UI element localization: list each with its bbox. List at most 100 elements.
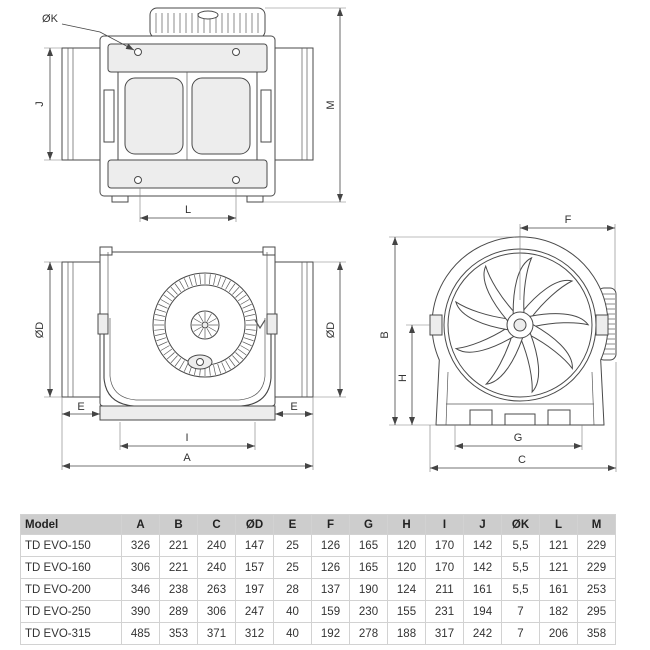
cooling-rib [242, 303, 252, 309]
column-header-g: G [349, 514, 388, 535]
speed-knob-center [196, 358, 204, 366]
foot-left [111, 195, 129, 203]
column-header-model: Model [20, 514, 122, 535]
value-cell: 7 [501, 622, 540, 645]
column-header-l: L [539, 514, 578, 535]
cooling-rib [237, 294, 247, 302]
top-tab-left [99, 246, 113, 256]
value-cell: 247 [235, 600, 274, 623]
dimension-c: C [429, 362, 617, 472]
column-header-h: H [387, 514, 426, 535]
value-cell: 221 [159, 556, 198, 579]
cooling-rib [243, 337, 254, 342]
leader-line-k [61, 23, 135, 51]
value-cell: 5,5 [501, 556, 540, 579]
model-name-cell: TD EVO-200 [20, 578, 122, 601]
value-cell: 28 [273, 578, 312, 601]
stand-notch [547, 409, 571, 426]
dim-label-m: M [325, 100, 337, 109]
screw [232, 176, 240, 184]
cooling-rib [160, 299, 170, 305]
value-cell: 485 [121, 622, 160, 645]
cooling-rib [166, 352, 175, 360]
impeller [454, 256, 589, 393]
model-name-cell: TD EVO-315 [20, 622, 122, 645]
cooling-rib [199, 274, 202, 285]
right-duct [270, 261, 314, 398]
value-cell: 263 [197, 578, 236, 601]
cooling-rib [225, 280, 231, 290]
value-cell: 312 [235, 622, 274, 645]
dim-label-a: A [183, 452, 191, 464]
value-cell: 124 [387, 578, 426, 601]
dim-label-c: C [518, 454, 526, 466]
side-bracket-right [260, 89, 272, 143]
dim-label-e-right: E [290, 401, 297, 413]
value-cell: 120 [387, 534, 426, 557]
cooling-rib [232, 286, 240, 295]
cooling-rib [221, 362, 227, 372]
screw [134, 48, 142, 56]
cooling-rib [242, 341, 252, 347]
cooling-rib [228, 357, 236, 367]
column-header-a: A [121, 514, 160, 535]
value-cell: 121 [539, 556, 578, 579]
cooling-rib [158, 341, 168, 347]
value-cell: 231 [425, 600, 464, 623]
bottom-clamp-band [107, 159, 268, 189]
cooling-rib [155, 314, 165, 317]
value-cell: 229 [577, 556, 616, 579]
value-cell: 137 [311, 578, 350, 601]
value-cell: 240 [197, 556, 236, 579]
value-cell: 159 [311, 600, 350, 623]
value-cell: 238 [159, 578, 198, 601]
foot-right [246, 195, 264, 203]
cooling-rib [194, 275, 197, 285]
cooling-rib [174, 283, 182, 293]
dimension-l: L [139, 188, 237, 222]
value-cell: 142 [463, 556, 502, 579]
value-cell: 155 [387, 600, 426, 623]
value-cell: 25 [273, 534, 312, 557]
value-cell: 121 [539, 534, 578, 557]
motor-shell-right [191, 77, 251, 155]
dimension-a: A [61, 418, 314, 470]
value-cell: 165 [349, 534, 388, 557]
top-clamp-band [107, 43, 268, 73]
mounting-bracket-inner [109, 318, 266, 401]
column-header-c: C [197, 514, 236, 535]
value-cell: 165 [349, 556, 388, 579]
stand-edge-right [591, 371, 595, 426]
value-cell: 161 [463, 578, 502, 601]
value-cell: 5,5 [501, 534, 540, 557]
value-cell: 170 [425, 556, 464, 579]
rosette-spoke [198, 313, 204, 322]
cooling-rib [221, 278, 227, 288]
rosette-spokes [192, 312, 218, 338]
column-header-e: E [273, 514, 312, 535]
cooling-rib [245, 319, 256, 322]
value-cell: 40 [273, 622, 312, 645]
cooling-rib [217, 276, 222, 287]
rosette-spoke [208, 326, 217, 332]
cooling-rib [208, 365, 211, 376]
value-cell: 182 [539, 600, 578, 623]
dimension-h: H [397, 324, 430, 425]
value-cell: 229 [577, 534, 616, 557]
rosette-spoke [198, 328, 204, 337]
stand-notch [469, 409, 493, 426]
value-cell: 190 [349, 578, 388, 601]
column-header-ok: ØK [501, 514, 540, 535]
value-cell: 126 [311, 556, 350, 579]
rosette-spoke [206, 313, 212, 322]
dim-label-e-left: E [77, 401, 84, 413]
cooling-rib [179, 280, 185, 290]
clip-right [595, 314, 609, 336]
dimension-m: M [263, 7, 346, 203]
dimension-d-left: ØD [34, 261, 62, 398]
cooling-rib [163, 348, 173, 356]
rosette-spoke [193, 326, 202, 332]
